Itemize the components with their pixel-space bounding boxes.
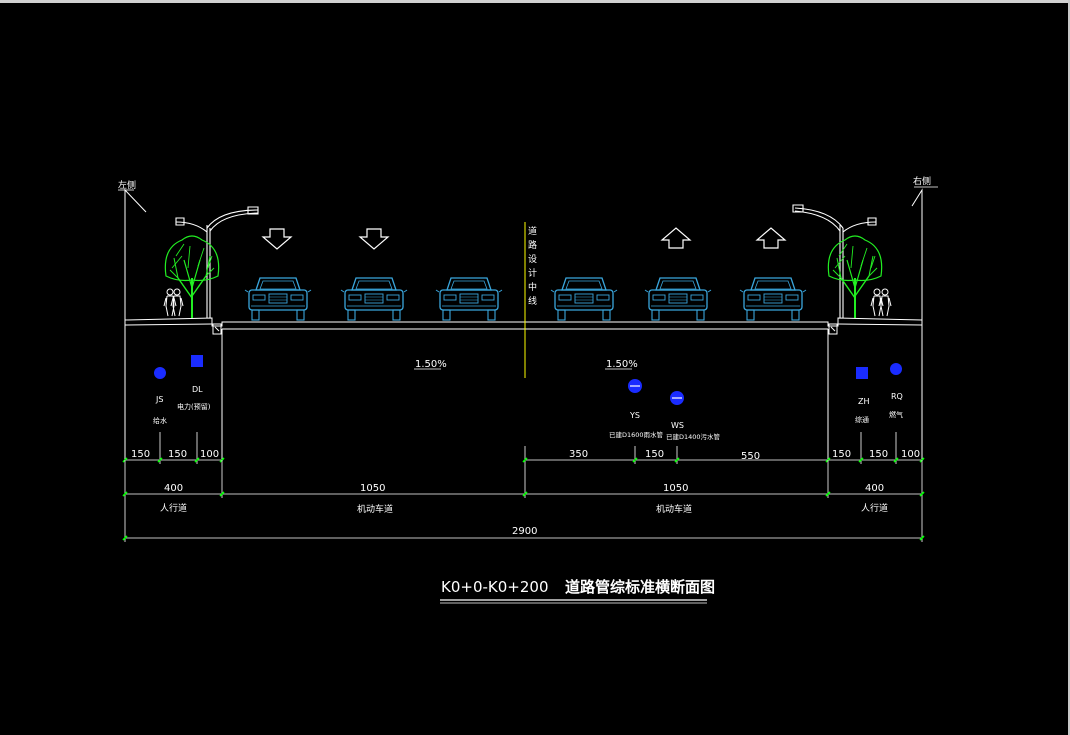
right-side-label: 右侧 [913,175,931,187]
pipe-zh-code: ZH [858,397,870,406]
pipe-js: JS 给水 [153,367,167,425]
direction-arrow-down-2 [359,228,389,250]
slope-right: 1.50% [605,359,638,370]
dim-total: 2900 [512,526,537,537]
dim-carriageway-right: 1050 [663,483,688,494]
pipe-rq-name: 燃气 [889,410,903,419]
dim-right-detail-3: 100 [901,449,920,460]
centerline-char-4: 中 [528,281,537,293]
dim-left-detail-1: 150 [131,449,150,460]
window-right-border [1068,0,1070,735]
window-top-border [0,0,1070,3]
pipe-ys: YS 已建D1600雨水管 [609,379,664,439]
pipe-dl-code: DL [192,385,203,394]
centerline-char-2: 设 [528,254,537,265]
slope-left: 1.50% [414,359,447,370]
vehicle-6 [739,277,807,321]
vehicle-4 [550,277,618,321]
segment-dimension-labels: 400 1050 1050 400 [164,483,884,494]
vehicle-2 [340,277,408,321]
vehicle-3 [435,277,503,321]
pedestrians-left [163,288,184,317]
detail-dimension-labels: 150 150 100 350 150 550 150 150 100 [131,449,920,462]
dim-right-detail-2: 150 [869,449,888,460]
centerline-char-3: 计 [528,267,537,279]
pipe-dl-symbol [191,355,203,367]
label-sidewalk-left: 人行道 [160,502,187,514]
drawing-title: K0+0-K0+200 道路管综标准横断面图 [440,578,715,604]
title-chainage: K0+0-K0+200 [441,578,548,596]
dim-left-detail-3: 100 [200,449,219,460]
left-side-marker: 左侧 [118,179,147,320]
total-dimension: 2900 [122,526,925,541]
pipe-js-code: JS [155,395,163,404]
pipe-rq-symbol [890,363,902,375]
pipe-rq-code: RQ [891,392,903,401]
dim-right-detail-1: 150 [832,449,851,460]
pipe-dl: DL 电力(预留) [177,355,211,411]
direction-arrow-up-2 [756,227,786,249]
vehicle-5 [644,277,712,321]
right-side-marker: 右侧 [911,175,938,320]
pipe-js-name: 给水 [153,416,167,425]
label-sidewalk-right: 人行道 [861,502,888,514]
dim-left-detail-2: 150 [168,449,187,460]
pipe-zh-symbol [856,367,868,379]
centerline-char-0: 道 [528,225,537,237]
title-name: 道路管综标准横断面图 [565,578,715,596]
pipe-js-symbol [154,367,166,379]
slope-right-value: 1.50% [606,359,638,370]
street-lamp-right [792,204,877,318]
dim-sidewalk-left: 400 [164,483,183,494]
pipe-rq: RQ 燃气 [889,363,903,419]
dim-middle-detail-2: 150 [645,449,664,460]
dim-middle-detail-1: 350 [569,449,588,460]
label-carriageway-left: 机动车道 [357,503,393,515]
pipe-ws-code: WS [671,421,684,430]
vehicle-1 [244,277,312,321]
centerline-char-1: 路 [528,239,537,251]
pipe-ys-code: YS [629,411,640,420]
road-surface [124,317,923,460]
pipe-zh: ZH 综通 [855,367,870,424]
slope-left-value: 1.50% [415,359,447,370]
pipe-zh-name: 综通 [855,415,869,424]
pedestrians-right [870,288,892,317]
tree-right [827,235,883,319]
direction-arrow-down-1 [262,228,292,250]
pipe-ys-name: 已建D1600雨水管 [609,430,664,439]
pipe-ws: WS 已建D1400污水管 [666,391,721,441]
direction-arrow-up-1 [661,227,691,249]
detail-dimensions [122,432,925,464]
left-side-label: 左侧 [118,179,136,191]
centerline-char-5: 线 [528,295,537,307]
pipe-ws-name: 已建D1400污水管 [666,432,721,441]
pipe-dl-name: 电力(预留) [177,402,211,411]
segment-labels: 人行道 机动车道 机动车道 人行道 [160,502,888,515]
segment-dimensions [122,460,925,542]
dim-sidewalk-right: 400 [865,483,884,494]
dim-carriageway-left: 1050 [360,483,385,494]
dim-middle-detail-3: 550 [741,451,760,462]
label-carriageway-right: 机动车道 [656,503,692,515]
